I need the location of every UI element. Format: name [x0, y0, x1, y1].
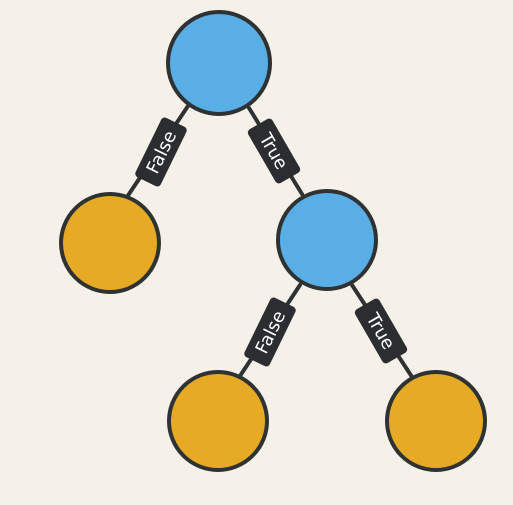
- edge-label-child-false: False: [244, 297, 296, 367]
- edge-label-root-false: False: [135, 117, 187, 187]
- nodes: [59, 10, 487, 472]
- leaf-node-right: [385, 370, 487, 472]
- leaf-node-middle: [167, 370, 269, 472]
- root-decision-node: [166, 10, 272, 116]
- child-decision-node-right: [276, 189, 378, 291]
- edge-label-child-true: True: [354, 298, 408, 364]
- edge-label-root-true: True: [247, 118, 301, 184]
- leaf-node-left: [59, 192, 161, 294]
